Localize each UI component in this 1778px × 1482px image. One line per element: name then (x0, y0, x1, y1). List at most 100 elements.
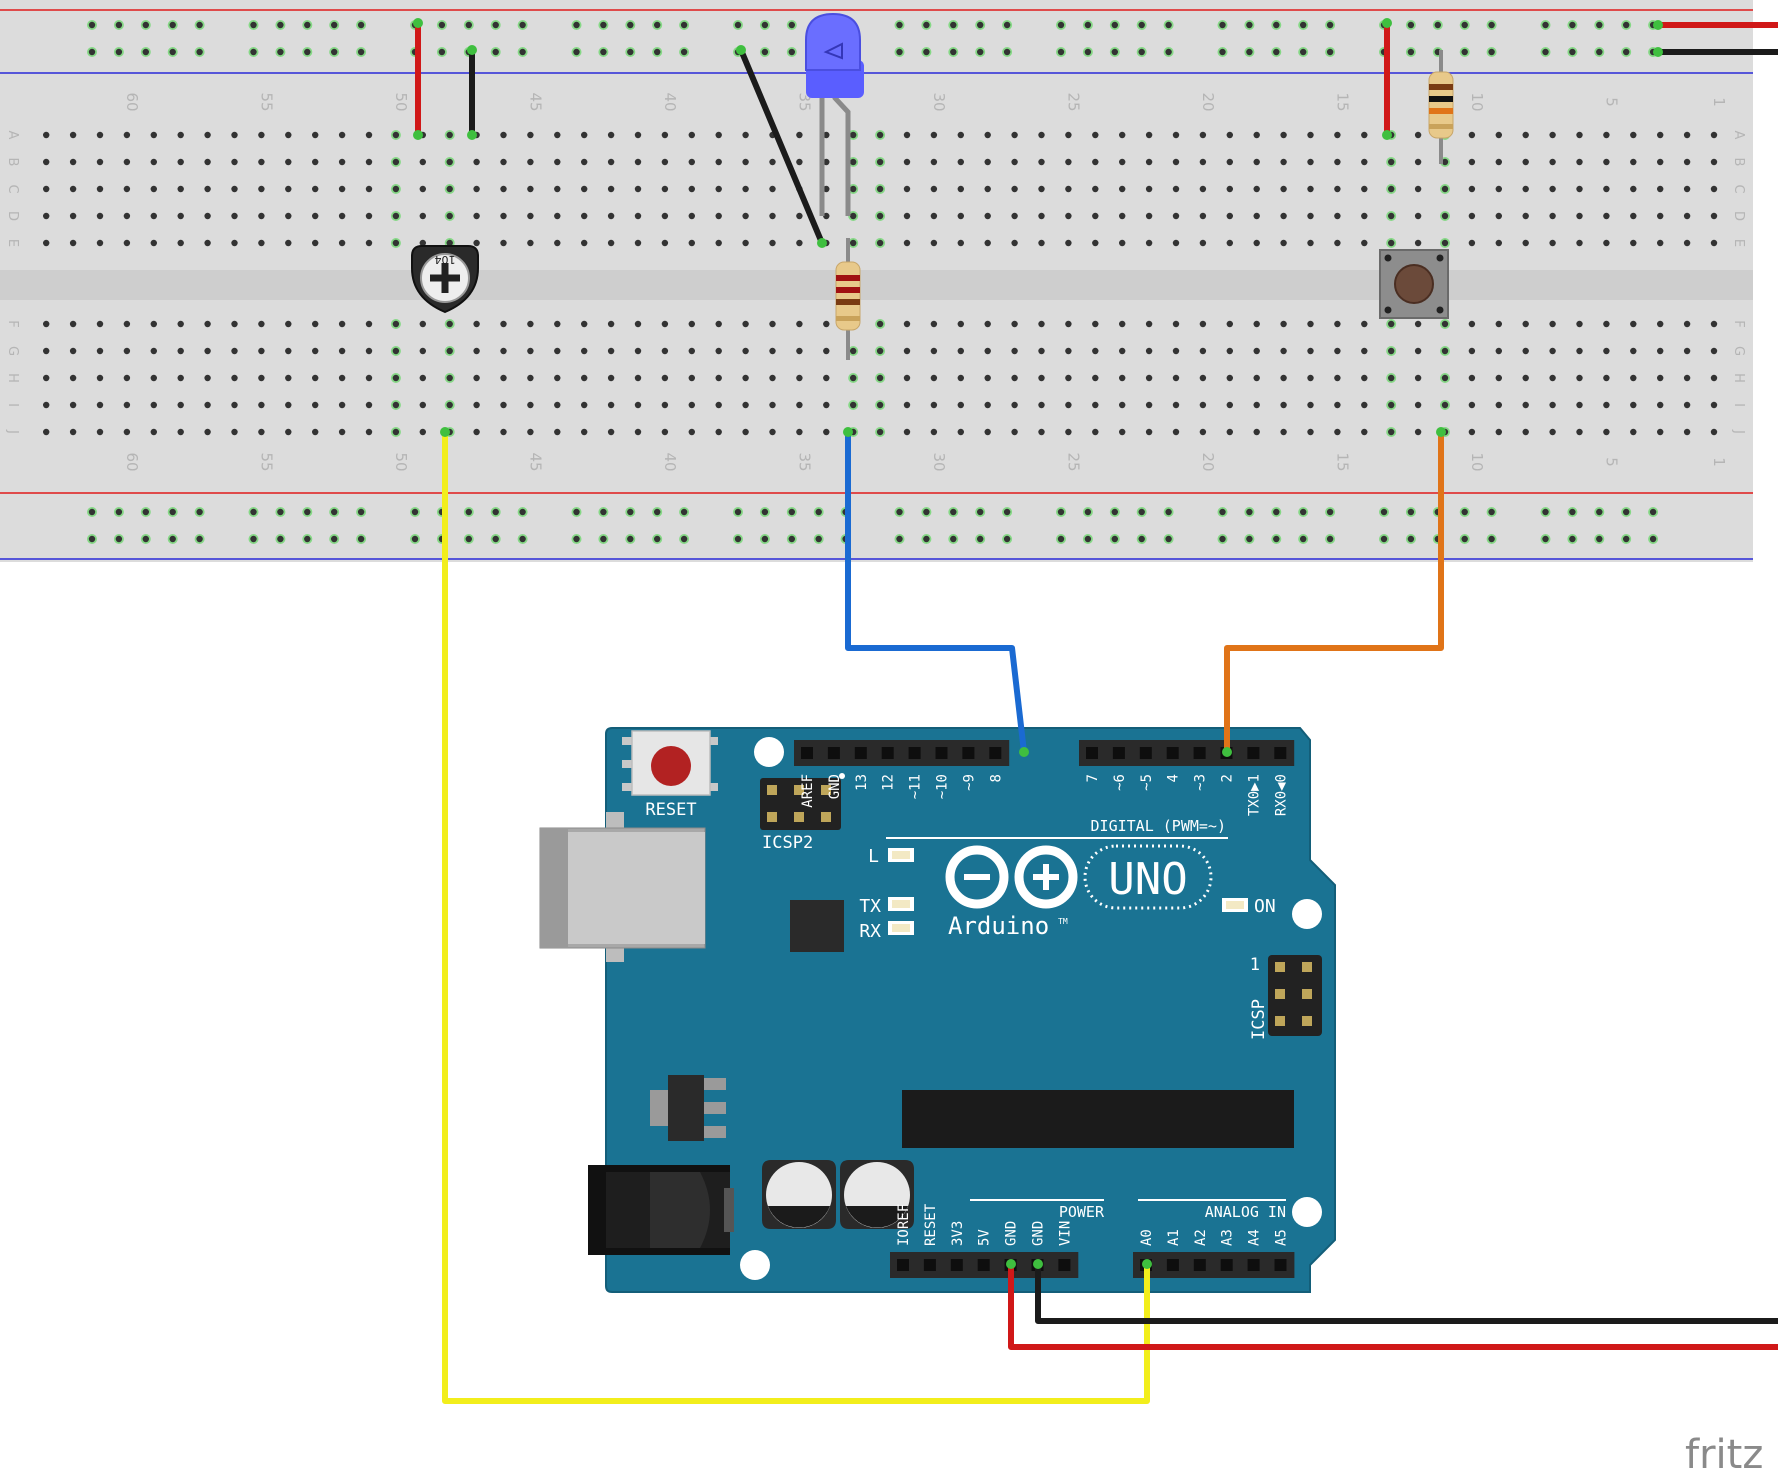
breadboard-hole[interactable] (1361, 185, 1368, 193)
breadboard-hole[interactable] (984, 401, 991, 409)
breadboard-hole[interactable] (1361, 239, 1368, 247)
breadboard-hole[interactable] (419, 374, 426, 382)
breadboard-hole[interactable] (527, 320, 534, 328)
rail-hole[interactable] (1111, 21, 1119, 29)
breadboard-hole[interactable] (1549, 131, 1556, 139)
breadboard-hole[interactable] (1522, 401, 1529, 409)
rail-hole[interactable] (573, 48, 580, 56)
breadboard-hole[interactable] (930, 428, 938, 436)
breadboard-hole[interactable] (984, 374, 991, 382)
breadboard-hole[interactable] (1630, 212, 1637, 220)
breadboard-hole[interactable] (473, 158, 480, 166)
breadboard-hole[interactable] (957, 158, 964, 166)
breadboard-hole[interactable] (500, 131, 507, 139)
breadboard-hole[interactable] (554, 320, 561, 328)
breadboard-hole[interactable] (1011, 347, 1018, 355)
breadboard-hole[interactable] (1145, 131, 1153, 139)
breadboard-hole[interactable] (419, 239, 426, 247)
breadboard-hole[interactable] (1657, 131, 1664, 139)
breadboard-hole[interactable] (957, 185, 964, 193)
breadboard-hole[interactable] (1414, 185, 1422, 193)
rail-hole[interactable] (1300, 21, 1307, 29)
header-pin[interactable] (935, 747, 948, 759)
breadboard-hole[interactable] (1361, 131, 1368, 139)
rail-hole[interactable] (357, 508, 365, 516)
rail-hole[interactable] (1300, 535, 1307, 543)
breadboard-hole[interactable] (69, 212, 77, 220)
rail-hole[interactable] (1219, 535, 1226, 543)
rail-hole[interactable] (950, 508, 957, 516)
breadboard-hole[interactable] (123, 320, 131, 328)
header-pin[interactable] (989, 747, 1002, 759)
breadboard-hole[interactable] (527, 347, 534, 355)
breadboard-hole[interactable] (1038, 212, 1045, 220)
breadboard-hole[interactable] (1092, 347, 1099, 355)
breadboard-hole[interactable] (850, 374, 857, 382)
rail-hole[interactable] (519, 48, 526, 56)
breadboard-hole[interactable] (1657, 320, 1664, 328)
rail-hole[interactable] (1246, 535, 1253, 543)
header-pin[interactable] (923, 1259, 936, 1271)
rail-hole[interactable] (277, 508, 284, 516)
rail-hole[interactable] (115, 508, 123, 516)
breadboard-hole[interactable] (850, 131, 857, 139)
breadboard-hole[interactable] (473, 320, 480, 328)
breadboard-hole[interactable] (1145, 239, 1153, 247)
breadboard-hole[interactable] (1603, 212, 1610, 220)
header-pin[interactable] (1274, 1259, 1287, 1271)
rail-hole[interactable] (734, 535, 742, 543)
breadboard-hole[interactable] (554, 374, 561, 382)
breadboard-hole[interactable] (554, 212, 561, 220)
breadboard-hole[interactable] (581, 401, 588, 409)
header-pin[interactable] (962, 747, 975, 759)
rail-hole[interactable] (1542, 535, 1549, 543)
breadboard-hole[interactable] (1065, 428, 1072, 436)
rail-hole[interactable] (1003, 48, 1011, 56)
breadboard-hole[interactable] (1441, 239, 1449, 247)
breadboard-hole[interactable] (1226, 374, 1234, 382)
breadboard-hole[interactable] (796, 374, 803, 382)
breadboard-hole[interactable] (285, 239, 292, 247)
icsp-header[interactable] (1268, 955, 1322, 1036)
breadboard-hole[interactable] (1011, 401, 1018, 409)
wire-orange-button-pin2[interactable] (1224, 429, 1444, 755)
breadboard-hole[interactable] (365, 347, 373, 355)
breadboard-hole[interactable] (823, 401, 830, 409)
breadboard-hole[interactable] (338, 158, 346, 166)
rail-hole[interactable] (923, 48, 930, 56)
breadboard-hole[interactable] (957, 401, 964, 409)
breadboard-hole[interactable] (150, 401, 157, 409)
breadboard-hole[interactable] (688, 158, 695, 166)
breadboard-hole[interactable] (742, 347, 749, 355)
breadboard-hole[interactable] (1576, 185, 1583, 193)
breadboard-hole[interactable] (231, 131, 238, 139)
breadboard-hole[interactable] (1253, 320, 1260, 328)
breadboard-hole[interactable] (312, 401, 319, 409)
breadboard-hole[interactable] (1253, 212, 1260, 220)
breadboard-hole[interactable] (715, 239, 722, 247)
breadboard-hole[interactable] (96, 131, 104, 139)
breadboard-hole[interactable] (634, 401, 642, 409)
breadboard-hole[interactable] (1576, 374, 1583, 382)
breadboard-hole[interactable] (1065, 131, 1072, 139)
breadboard-hole[interactable] (312, 239, 319, 247)
breadboard-hole[interactable] (123, 401, 131, 409)
breadboard-hole[interactable] (1119, 428, 1126, 436)
breadboard-hole[interactable] (1710, 374, 1718, 382)
rail-hole[interactable] (196, 535, 203, 543)
breadboard-hole[interactable] (1630, 131, 1637, 139)
rail-hole[interactable] (950, 21, 957, 29)
breadboard-hole[interactable] (957, 212, 964, 220)
breadboard-hole[interactable] (96, 239, 104, 247)
breadboard-hole[interactable] (1145, 401, 1153, 409)
breadboard-hole[interactable] (1280, 320, 1287, 328)
rail-hole[interactable] (1461, 535, 1468, 543)
rail-hole[interactable] (411, 535, 419, 543)
breadboard-hole[interactable] (1280, 401, 1287, 409)
breadboard-hole[interactable] (150, 320, 157, 328)
breadboard-hole[interactable] (1710, 428, 1718, 436)
breadboard-hole[interactable] (258, 131, 265, 139)
breadboard-hole[interactable] (984, 185, 991, 193)
rail-hole[interactable] (627, 21, 634, 29)
rail-hole[interactable] (627, 535, 634, 543)
